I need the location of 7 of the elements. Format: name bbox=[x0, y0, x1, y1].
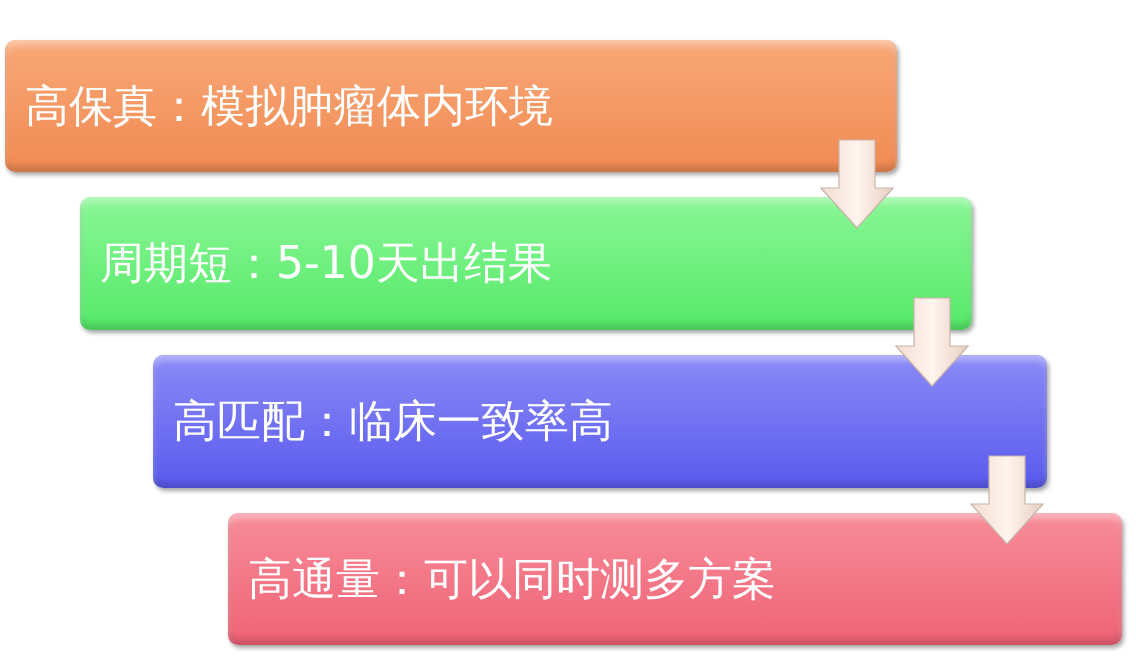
process-box: 高保真：模拟肿瘤体内环境 bbox=[5, 40, 897, 172]
down-arrow bbox=[969, 455, 1045, 545]
process-box: 高通量：可以同时测多方案 bbox=[228, 513, 1122, 645]
down-arrow bbox=[819, 139, 895, 229]
down-arrow bbox=[894, 297, 970, 387]
process-box: 周期短：5-10天出结果 bbox=[80, 197, 972, 330]
process-box: 高匹配：临床一致率高 bbox=[153, 355, 1047, 488]
